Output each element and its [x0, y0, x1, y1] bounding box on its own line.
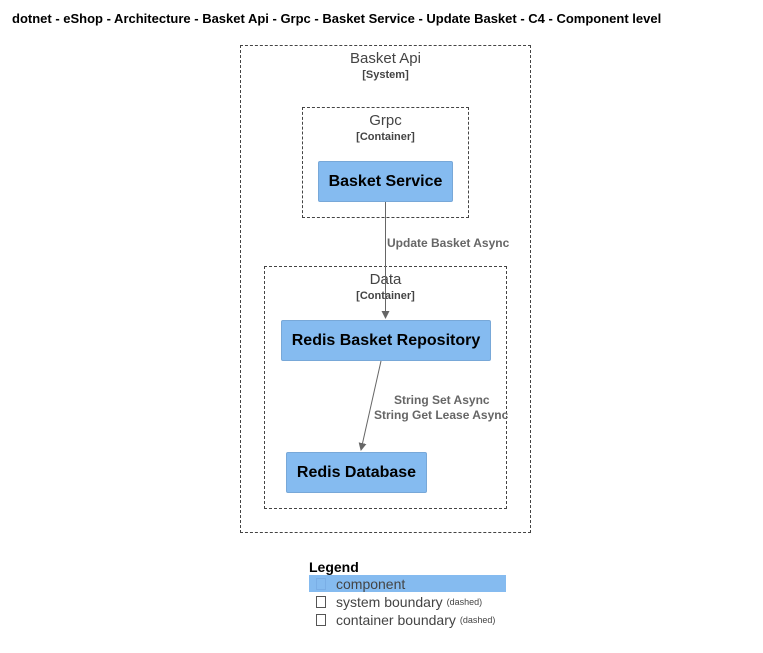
legend-dashed-note: (dashed) — [446, 596, 483, 607]
component-redis-basket-repository[interactable]: Redis Basket Repository — [281, 320, 491, 361]
component-swatch-icon — [316, 577, 326, 590]
edge-label-string-set: String Set Async — [394, 393, 490, 407]
system-boundary-type: [System] — [362, 69, 409, 81]
legend-item-system-boundary: system boundary (dashed) — [309, 593, 506, 610]
legend-item-component: component — [309, 575, 506, 592]
component-basket-service[interactable]: Basket Service — [318, 161, 453, 202]
edge-string-async — [358, 360, 382, 451]
legend-label: component — [336, 575, 406, 592]
system-boundary-name: Basket Api — [350, 50, 421, 67]
legend-label: system boundary — [336, 593, 443, 610]
legend-label: container boundary — [336, 611, 456, 628]
legend-item-container-boundary: container boundary (dashed) — [309, 611, 506, 628]
container-boundary-grpc: Grpc [Container] — [302, 107, 469, 218]
container-boundary-type: [Container] — [356, 131, 415, 143]
legend-title: Legend — [309, 559, 359, 575]
component-redis-database[interactable]: Redis Database — [286, 452, 427, 493]
edge-label-update-basket: Update Basket Async — [387, 236, 510, 250]
legend-dashed-note: (dashed) — [459, 614, 496, 625]
container-boundary-name: Grpc — [369, 112, 402, 129]
diagram-title: dotnet - eShop - Architecture - Basket A… — [12, 11, 662, 26]
edge-label-string-get: String Get Lease Async — [374, 408, 509, 422]
boundary-swatch-icon — [316, 595, 326, 608]
boundary-swatch-icon — [316, 613, 326, 626]
system-boundary-basket-api: Basket Api [System] — [240, 45, 531, 533]
